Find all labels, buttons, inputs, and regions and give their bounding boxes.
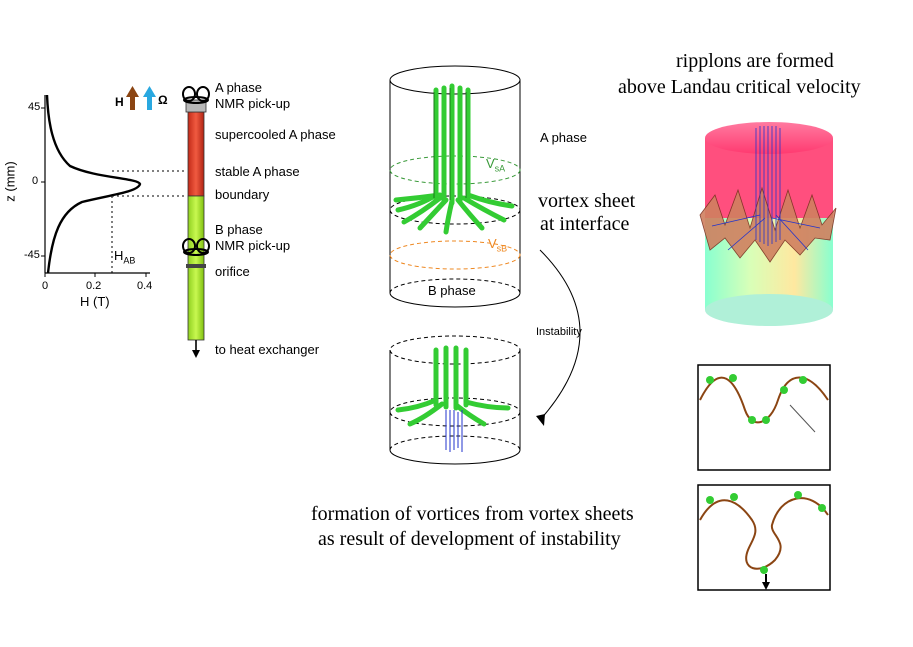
field-rotation-legend — [126, 86, 156, 110]
vortex-bundle-top-shade — [433, 88, 467, 200]
ytick-45: 45 — [28, 101, 41, 113]
caption-ripplons-1: ripplons are formed — [676, 50, 834, 72]
legend-h: H — [115, 95, 124, 109]
nmr-coil-top-icon — [182, 86, 210, 104]
label-a-phase: A phase — [215, 80, 262, 95]
ripplon-panel — [697, 364, 831, 471]
nmr-coil-bottom-icon — [182, 238, 210, 256]
vortex-dots — [706, 374, 807, 424]
label-nmr-top: NMR pick-up — [215, 96, 291, 111]
outlet-arrow-icon — [192, 350, 200, 358]
cylinder-top — [389, 65, 521, 308]
caption-vortex-sheet-1: vortex sheet — [538, 190, 636, 212]
label-boundary: boundary — [215, 187, 270, 202]
label-heat-exchanger: to heat exchanger — [215, 342, 320, 357]
vortex-bundle-top — [393, 83, 515, 235]
xtick-0: 0 — [42, 280, 49, 292]
xtick-02: 0.2 — [86, 280, 102, 292]
hab-label: HAB — [114, 248, 136, 266]
field-profile-plot — [41, 94, 185, 277]
label-orifice: orifice — [215, 264, 250, 279]
cyl-b-phase: B phase — [428, 283, 476, 298]
plot-xlabel: H (T) — [80, 294, 110, 309]
plot-ylabel: z (mm) — [2, 161, 18, 202]
instability-label: Instability — [536, 326, 582, 338]
ytick-minus45: -45 — [24, 249, 40, 261]
cyl-vsb: VsB — [488, 236, 508, 254]
blue-vortex-lines-bottom — [445, 410, 463, 452]
label-stable: stable A phase — [215, 164, 300, 179]
h-arrow-icon — [130, 96, 135, 110]
field-profile-curve — [45, 94, 142, 274]
orifice-marker — [186, 264, 206, 268]
vortex-formation-panel — [697, 484, 831, 591]
caption-vortex-sheet-2: at interface — [540, 213, 630, 235]
label-supercooled: supercooled A phase — [215, 127, 336, 142]
ytick-0: 0 — [32, 175, 39, 187]
down-arrow-icon — [762, 582, 770, 590]
instability-arrow — [539, 249, 581, 421]
label-nmr-bottom: NMR pick-up — [215, 238, 291, 253]
caption-ripplons-2: above Landau critical velocity — [618, 76, 861, 98]
sample-column — [182, 86, 210, 358]
legend-omega: Ω — [158, 93, 168, 107]
omega-arrow-icon — [147, 96, 152, 110]
ripplon-cylinder — [699, 122, 837, 326]
cylinder-bottom — [389, 335, 521, 465]
cyl-vsa: VsA — [486, 156, 506, 174]
caption-formation-2: as result of development of instability — [318, 528, 621, 550]
cyl-a-phase: A phase — [540, 130, 587, 145]
label-b-phase: B phase — [215, 222, 263, 237]
a-phase-region — [187, 111, 205, 197]
caption-formation-1: formation of vortices from vortex sheets — [311, 503, 634, 525]
xtick-04: 0.4 — [137, 280, 153, 292]
vortex-bundle-bottom — [395, 345, 511, 427]
